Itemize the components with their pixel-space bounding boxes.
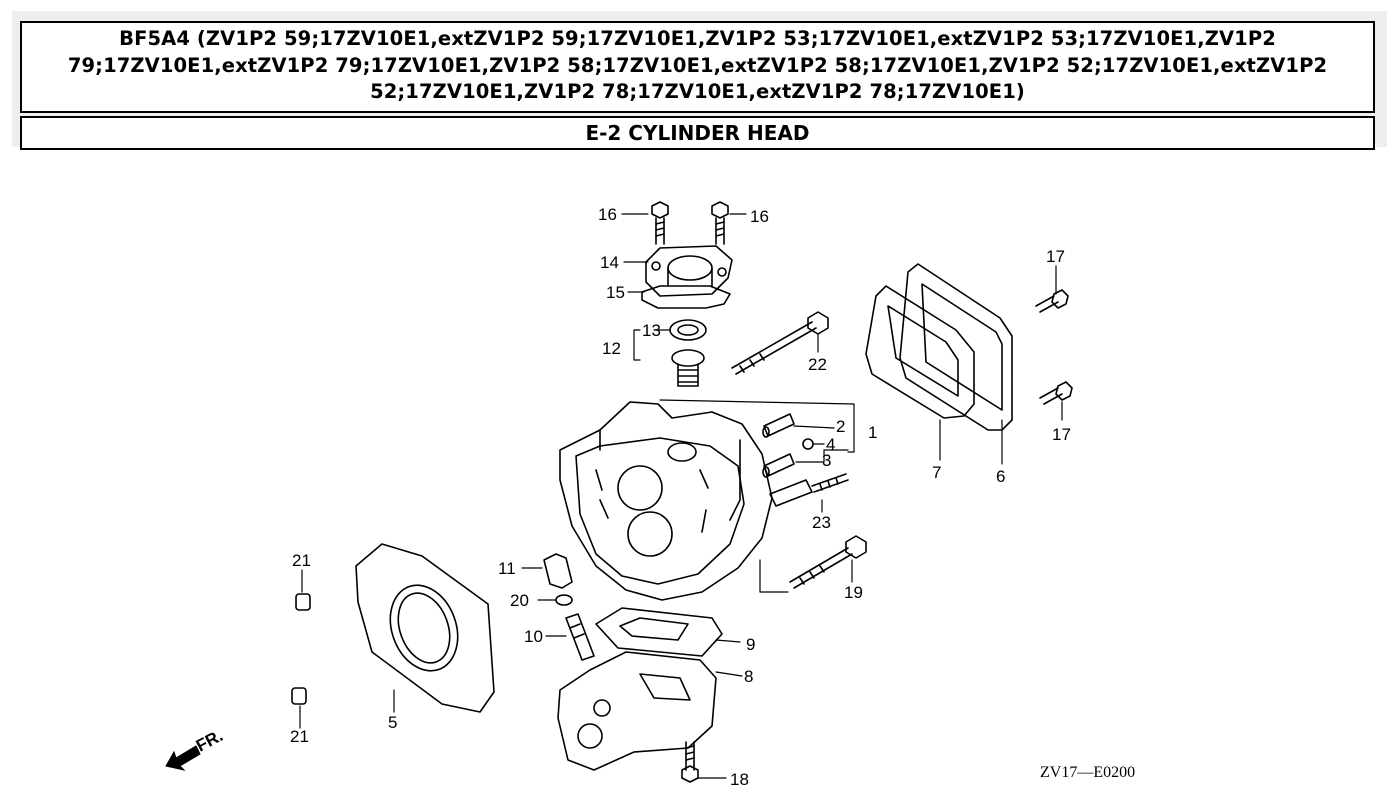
- part-6-head-cover: [899, 263, 1013, 431]
- callout-23: 23: [812, 513, 831, 532]
- part-5-head-gasket: [355, 543, 495, 713]
- part-10-pipe: [565, 613, 595, 661]
- part-16-bolt-left: [651, 201, 669, 245]
- part-7-cover-gasket: [865, 285, 975, 419]
- callout-21-bottom: 21: [290, 727, 309, 746]
- callout-5: 5: [388, 713, 397, 732]
- callout-15: 15: [606, 283, 625, 302]
- callout-14: 14: [600, 253, 619, 272]
- part-11-joint: [543, 553, 573, 589]
- callout-labels: 16 16 14 15 13 12 22 2 1 4 3 23 19 7 6 1…: [290, 205, 1071, 789]
- model-title: BF5A4 (ZV1P2 59;17ZV10E1,extZV1P2 59;17Z…: [20, 21, 1375, 113]
- part-20-washer: [555, 594, 573, 606]
- part-4-clip: [802, 438, 814, 450]
- callout-22: 22: [808, 355, 827, 374]
- callout-10: 10: [524, 627, 543, 646]
- part-23-spark-plug: [769, 473, 849, 507]
- part-22-long-bolt: [731, 311, 829, 375]
- leader-lines: [299, 213, 1063, 779]
- front-arrow-icon: [165, 745, 201, 771]
- callout-4: 4: [826, 435, 835, 454]
- part-2-valve-guide: [763, 413, 795, 437]
- callout-8: 8: [744, 667, 753, 686]
- callout-3: 3: [822, 451, 831, 470]
- part-16-bolt-right: [711, 201, 729, 245]
- callout-16-left: 16: [598, 205, 617, 224]
- drawing-code: ZV17—E0200: [1040, 764, 1135, 781]
- callout-6: 6: [996, 467, 1005, 486]
- part-21-dowel-bottom: [291, 687, 307, 705]
- part-19-bolt: [789, 535, 867, 589]
- callout-12: 12: [602, 339, 621, 358]
- part-13-seal-ring: [669, 319, 707, 341]
- callout-16-right: 16: [750, 207, 769, 226]
- callout-21-top: 21: [292, 551, 311, 570]
- part-17-bolt-bottom: [1039, 381, 1073, 405]
- callout-7: 7: [932, 463, 941, 482]
- part-14-thermostat-cover: [645, 245, 733, 297]
- callout-20: 20: [510, 591, 529, 610]
- part-21-dowel-top: [295, 593, 311, 611]
- part-15-thermostat-gasket: [641, 285, 731, 309]
- cylinder-head-body: [559, 401, 773, 601]
- section-title: E-2 CYLINDER HEAD: [20, 116, 1375, 150]
- callout-19: 19: [844, 583, 863, 602]
- callout-13: 13: [642, 321, 661, 340]
- part-9-manifold-gasket: [595, 607, 723, 657]
- part-12-thermostat: [671, 349, 705, 387]
- part-17-bolt-top: [1035, 289, 1069, 313]
- callout-17-top: 17: [1046, 247, 1065, 266]
- callout-2: 2: [836, 417, 845, 436]
- callout-17-bottom: 17: [1052, 425, 1071, 444]
- callout-9: 9: [746, 635, 755, 654]
- callout-11: 11: [498, 559, 516, 578]
- part-8-exhaust-manifold: [557, 651, 717, 771]
- header-panel: BF5A4 (ZV1P2 59;17ZV10E1,extZV1P2 59;17Z…: [12, 11, 1387, 150]
- front-direction-marker: FR.: [165, 726, 226, 771]
- callout-18: 18: [730, 770, 749, 789]
- callout-1: 1: [868, 423, 877, 442]
- part-3-valve-guide: [763, 453, 795, 477]
